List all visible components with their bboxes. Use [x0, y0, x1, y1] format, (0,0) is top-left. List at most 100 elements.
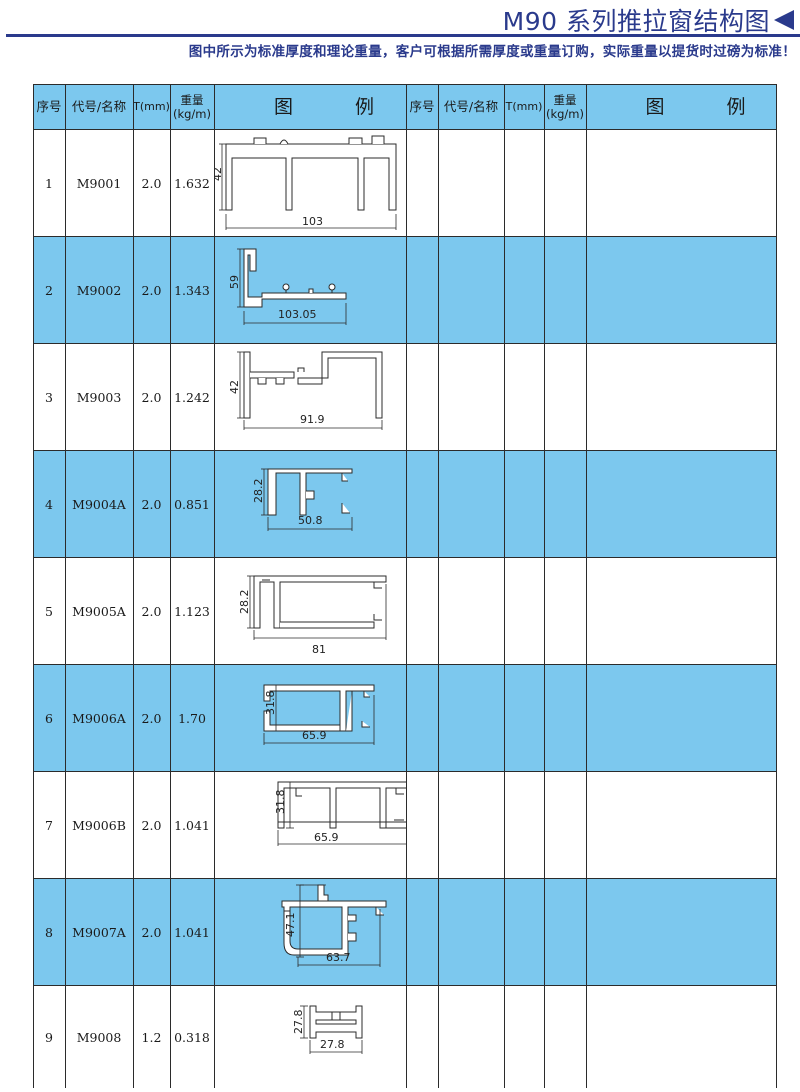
table-row: 8 M9007A 2.0 1.041 47.1 63.7 — [33, 879, 777, 986]
dim-height: 42 — [228, 380, 241, 394]
col-code-left: 代号/名称 — [71, 99, 127, 114]
row-code: M9003 — [76, 389, 122, 405]
dim-width: 27.8 — [320, 1038, 345, 1051]
weight-unit: (kg/m) — [545, 107, 584, 121]
grid-line — [406, 84, 407, 1088]
grid-line — [214, 84, 215, 1088]
profile-drawing: 28.2 81 — [214, 558, 406, 665]
profile-drawing: 31.8 65.9 — [214, 772, 406, 879]
dim-width: 91.9 — [300, 413, 325, 426]
row-seq: 3 — [45, 389, 53, 405]
profile-drawing: 47.1 63.7 — [214, 879, 406, 986]
row-thickness: 2.0 — [141, 817, 162, 833]
row-code: M9008 — [76, 1029, 122, 1045]
row-thickness: 2.0 — [141, 175, 162, 191]
col-figure-right: 图 例 — [645, 96, 774, 118]
row-thickness: 2.0 — [141, 389, 162, 405]
grid-line — [544, 84, 545, 1088]
profile-drawing: 42 103 — [214, 130, 406, 237]
row-seq: 1 — [45, 175, 53, 191]
row-code: M9007A — [72, 924, 126, 940]
dim-width: 63.7 — [326, 951, 351, 964]
dim-width: 103 — [302, 215, 323, 228]
grid-line — [776, 84, 777, 1088]
row-thickness: 2.0 — [141, 710, 162, 726]
row-thickness: 2.0 — [141, 924, 162, 940]
col-code-right: 代号/名称 — [443, 99, 499, 114]
row-code: M9005A — [72, 603, 126, 619]
table-row: 3 M9003 2.0 1.242 42 91.9 — [33, 344, 777, 451]
row-code: M9004A — [72, 496, 126, 512]
title-rule — [6, 34, 800, 37]
col-thickness-left: T(mm) — [133, 100, 170, 113]
row-weight: 1.123 — [174, 603, 210, 619]
col-weight-right: 重量 (kg/m) — [544, 85, 586, 129]
dim-height: 28.2 — [238, 590, 251, 615]
grid-line — [170, 84, 171, 1088]
row-thickness: 2.0 — [141, 282, 162, 298]
grid-line — [133, 84, 134, 1088]
row-code: M9006B — [72, 817, 126, 833]
grid-line — [33, 84, 34, 1088]
row-thickness: 2.0 — [141, 496, 162, 512]
profile-drawing: 42 91.9 — [214, 344, 406, 451]
row-seq: 5 — [45, 603, 53, 619]
row-seq: 2 — [45, 282, 53, 298]
table-row: 9 M9008 1.2 0.318 27.8 27.8 — [33, 986, 777, 1088]
row-weight: 0.851 — [174, 496, 210, 512]
table-row: 4 M9004A 2.0 0.851 28.2 50.8 — [33, 451, 777, 558]
row-weight: 1.343 — [174, 282, 210, 298]
weight-label: 重量 — [180, 93, 204, 107]
dim-width: 65.9 — [314, 831, 339, 844]
table-row: 5 M9005A 2.0 1.123 28.2 81 — [33, 558, 777, 665]
table-row: 7 M9006B 2.0 1.041 — [33, 772, 777, 879]
table-row: 2 M9002 2.0 1.343 59 103.05 — [33, 237, 777, 344]
profile-drawing: 31.8 65.9 — [214, 665, 406, 772]
dim-height: 31.8 — [264, 691, 277, 716]
row-weight: 1.041 — [174, 924, 210, 940]
row-seq: 4 — [45, 496, 53, 512]
grid-line — [438, 84, 439, 1088]
row-code: M9006A — [72, 710, 126, 726]
table-row: 6 M9006A 2.0 1.70 31.8 65.9 — [33, 665, 777, 772]
row-seq: 8 — [45, 924, 53, 940]
table-header-row: 序号 代号/名称 T(mm) 重量 (kg/m) 图 例 序号 代号/名称 T(… — [33, 84, 777, 130]
profile-drawing: 28.2 50.8 — [214, 451, 406, 558]
col-seq-right: 序号 — [409, 99, 435, 114]
dim-height: 42 — [214, 167, 224, 181]
row-thickness: 1.2 — [141, 1029, 162, 1045]
weight-label: 重量 — [553, 93, 577, 107]
row-weight: 0.318 — [174, 1029, 210, 1045]
profile-table: 序号 代号/名称 T(mm) 重量 (kg/m) 图 例 序号 代号/名称 T(… — [33, 84, 777, 1088]
grid-line — [586, 84, 587, 1088]
row-weight: 1.70 — [178, 710, 206, 726]
grid-line — [65, 84, 66, 1088]
dim-height: 59 — [228, 275, 241, 289]
row-weight: 1.242 — [174, 389, 210, 405]
profile-drawing: 59 103.05 — [214, 237, 406, 344]
row-thickness: 2.0 — [141, 603, 162, 619]
row-seq: 6 — [45, 710, 53, 726]
dim-width: 65.9 — [302, 729, 327, 742]
dim-height: 47.1 — [284, 913, 297, 938]
dim-width: 50.8 — [298, 514, 323, 527]
page-title: M90 系列推拉窗结构图 — [502, 7, 770, 36]
row-weight: 1.632 — [174, 175, 210, 191]
dim-width: 103.05 — [278, 308, 317, 321]
col-figure-left: 图 例 — [273, 96, 403, 118]
row-weight: 1.041 — [174, 817, 210, 833]
dim-width: 81 — [312, 643, 326, 656]
dim-height: 31.8 — [274, 790, 287, 815]
table-row: 1 M9001 2.0 1.632 42 103 — [33, 130, 777, 237]
weight-unit: (kg/m) — [172, 107, 211, 121]
dim-height: 27.8 — [292, 1010, 305, 1035]
profile-drawing: 27.8 27.8 — [214, 986, 406, 1088]
dim-height: 28.2 — [252, 479, 265, 504]
row-seq: 7 — [45, 817, 53, 833]
row-seq: 9 — [45, 1029, 53, 1045]
row-code: M9001 — [76, 175, 122, 191]
col-thickness-right: T(mm) — [505, 100, 543, 113]
grid-line — [504, 84, 505, 1088]
col-weight-left: 重量 (kg/m) — [170, 85, 214, 129]
col-seq-left: 序号 — [36, 99, 62, 114]
